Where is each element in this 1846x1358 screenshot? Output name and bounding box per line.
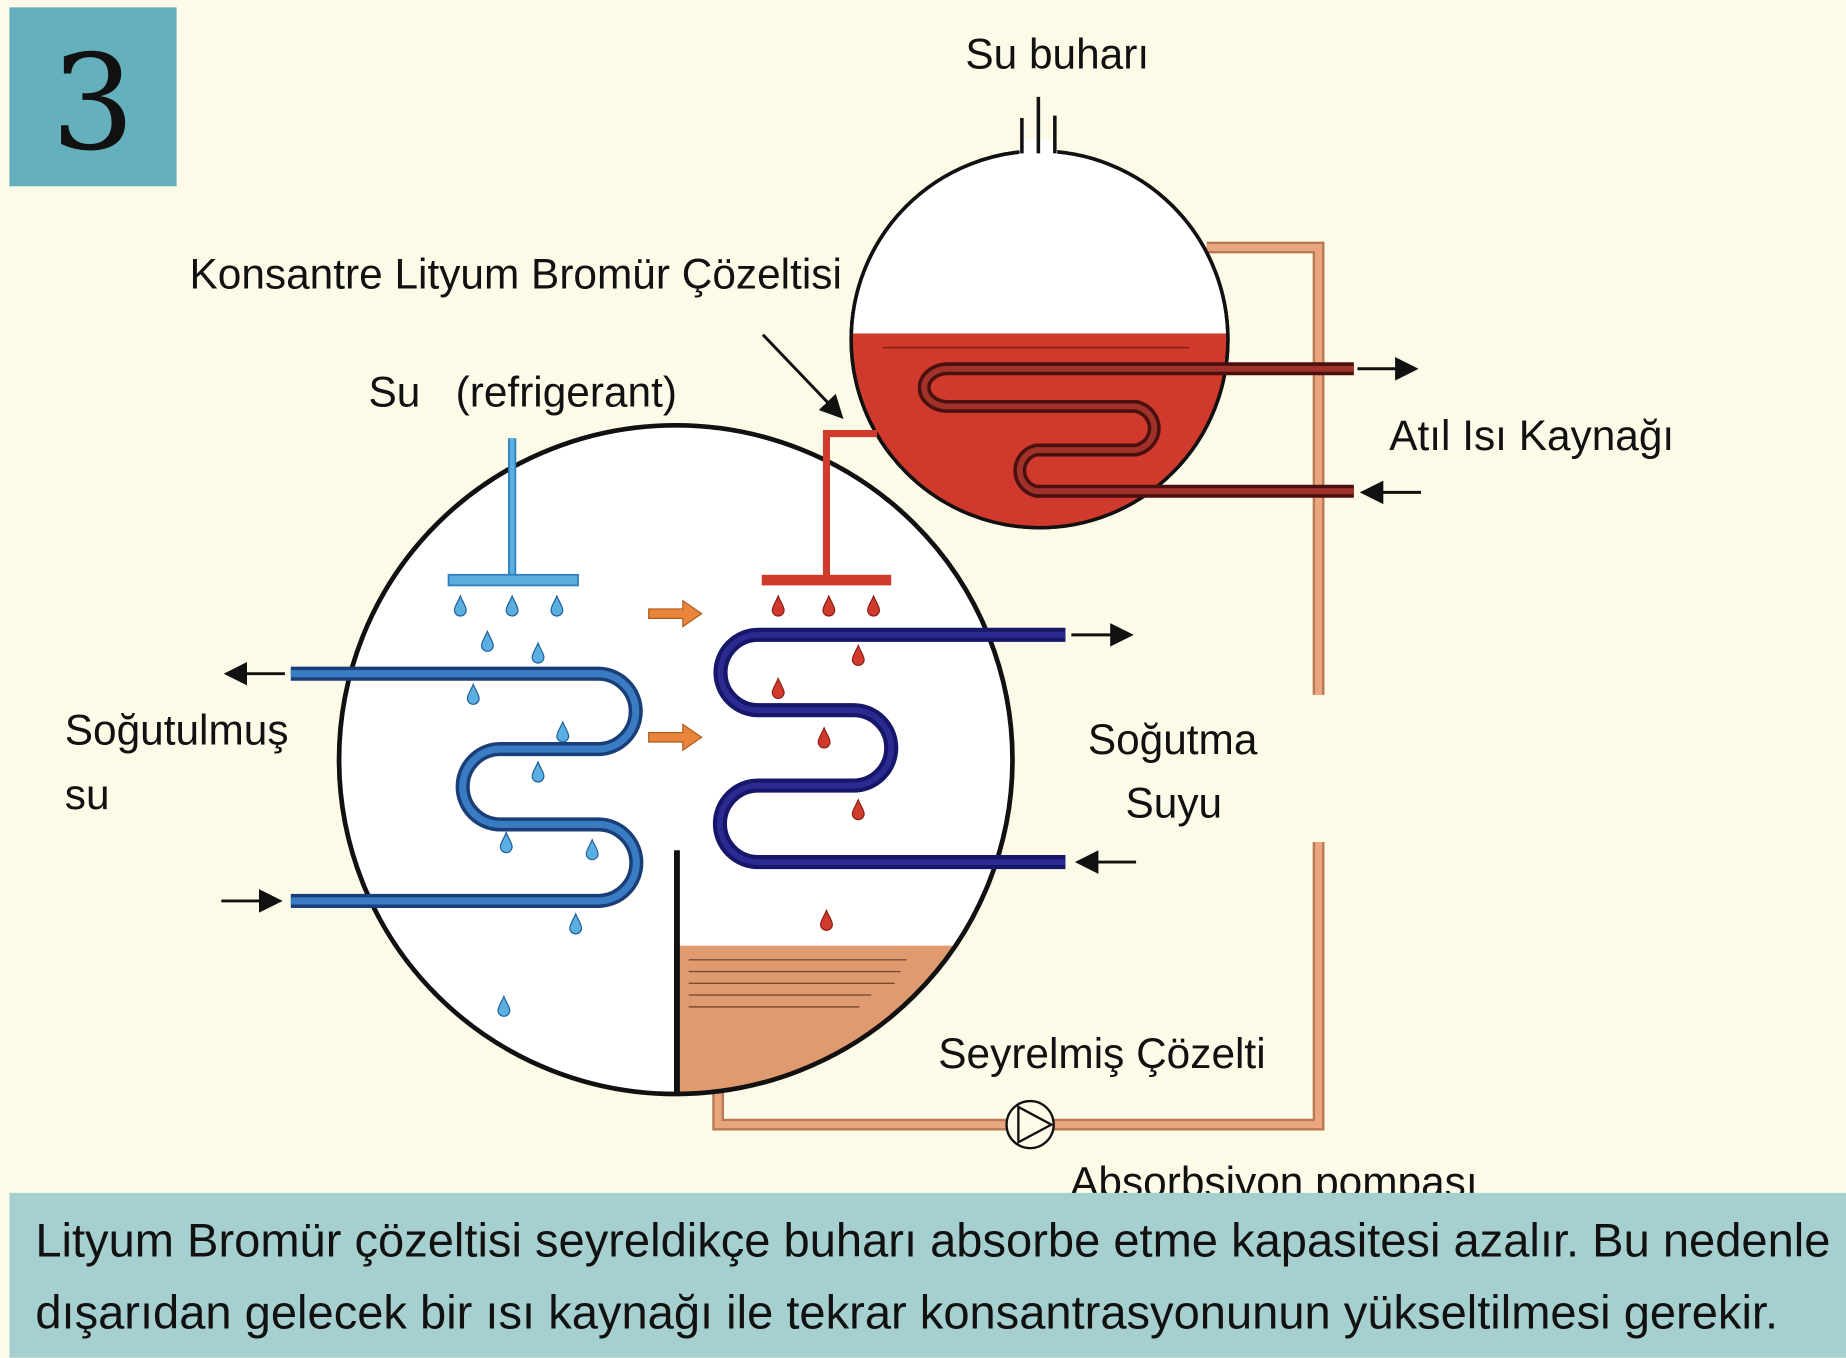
label-chilled-water-2: su [65,771,110,818]
droplet [499,831,513,854]
label-waste-heat: Atıl Isı Kaynağı [1389,412,1674,459]
vapor-flow-arrows [648,599,703,752]
droplet [497,994,511,1017]
droplet [531,641,545,664]
droplet [531,760,545,783]
droplet [569,912,583,935]
droplet [867,594,881,617]
droplet [505,594,519,617]
refrigerant-sprayer [447,573,579,587]
step-number: 3 [51,28,135,181]
concentrate-pipe [822,430,878,578]
label-cooling-water-2: Suyu [1125,779,1222,826]
label-concentrate: Konsantre Lityum Bromür Çözeltisi [190,251,842,298]
label-chilled-water: Soğutulmuş [65,706,289,753]
step-badge: 3 [9,7,177,187]
droplet [453,594,467,617]
droplet [585,838,599,861]
flow-arrows [221,333,1421,913]
pump-icon [1005,1099,1055,1150]
concentrate-sprayer [761,574,892,586]
droplet [771,676,785,700]
droplet [550,594,564,617]
droplet [556,720,570,743]
label-dilute-solution: Seyrelmiş Çözelti [938,1030,1265,1077]
label-steam: Su buharı [965,31,1149,78]
droplet [817,726,831,749]
droplets [453,594,881,1017]
label-cooling-water: Soğutma [1088,716,1258,763]
droplet [480,629,494,652]
droplet [819,908,833,931]
caption-line-2: dışarıdan gelecek bir ısı kaynağı ile te… [35,1285,1778,1338]
droplet [851,798,865,821]
steam-vent [1020,96,1057,154]
droplet [822,594,836,617]
caption-band: Lityum Bromür çözeltisi seyreldikçe buha… [9,1192,1846,1358]
droplet [851,643,865,667]
caption-line-1: Lityum Bromür çözeltisi seyreldikçe buha… [35,1213,1830,1266]
label-refrigerant: Su (refrigerant) [368,368,677,415]
droplet [466,682,480,705]
droplet [771,594,785,617]
